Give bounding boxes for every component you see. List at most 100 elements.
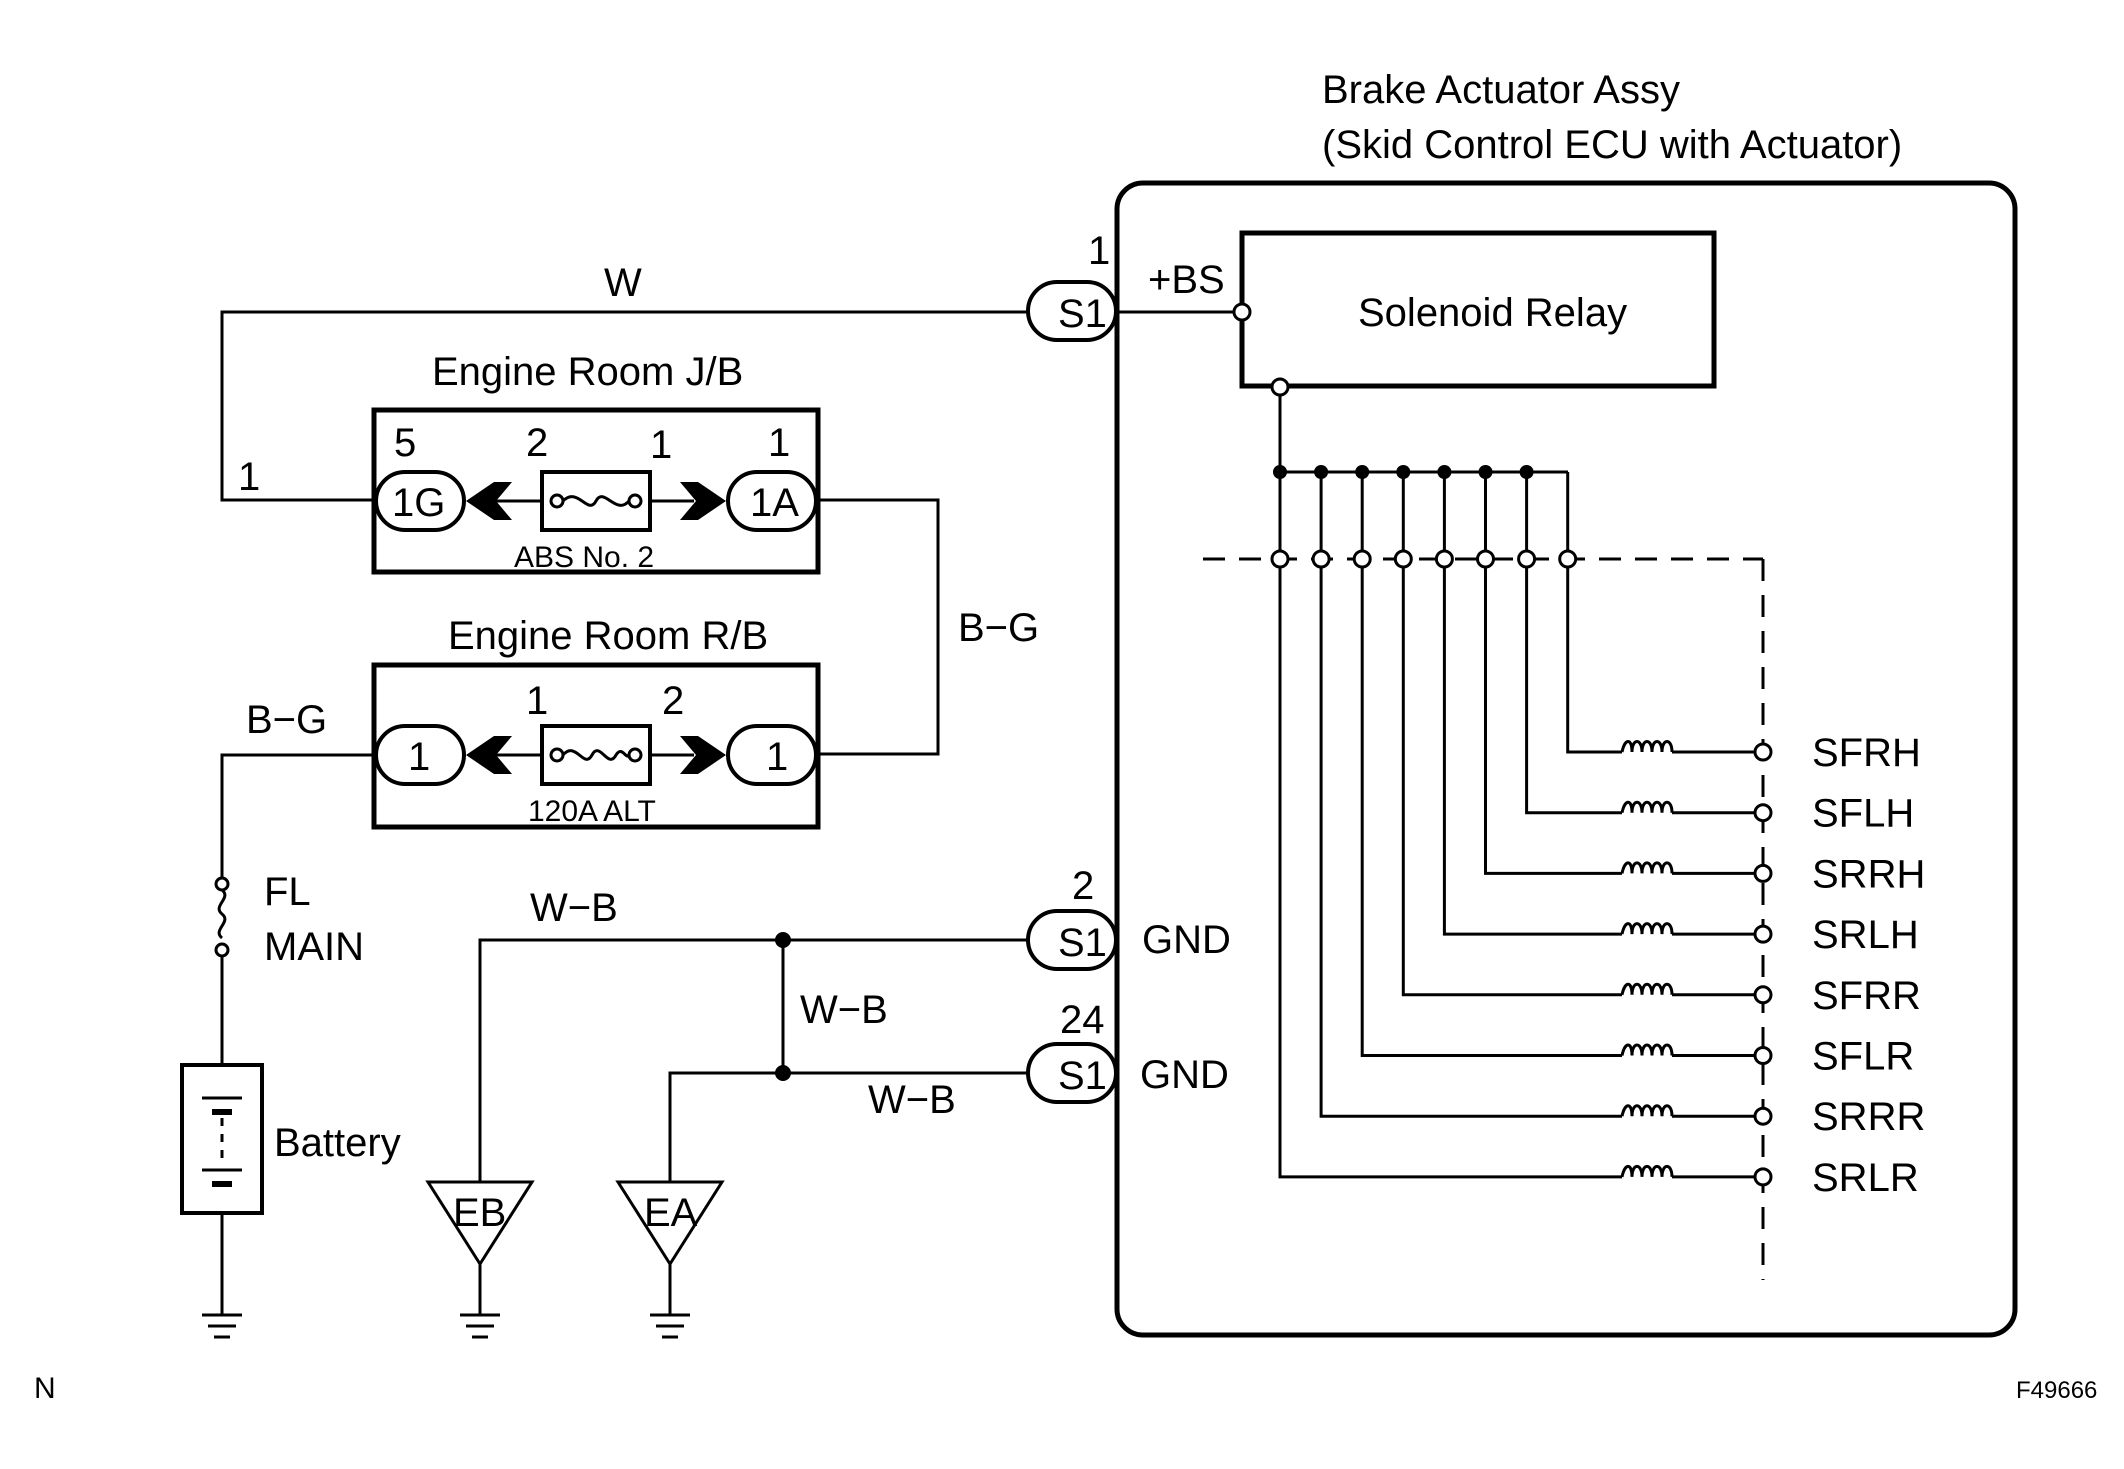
splice-bottom [775,1065,791,1081]
solenoid-label-srlh: SRLH [1812,913,1919,957]
solenoid-coil-icon [1620,740,1674,753]
boundary-node [1311,549,1331,569]
wire-bg-left-label: B−G [246,698,327,742]
solenoid-terminal-node [1753,1046,1773,1065]
wire-w-label: W [604,261,642,305]
footer-right: F49666 [2016,1377,2097,1404]
jb-pin-right: 1 [768,421,790,465]
jb-arrow-right [680,482,726,520]
bs-terminal-label: +BS [1148,258,1225,302]
wire-wb-bot-label: W−B [868,1078,956,1122]
jb-connector-1a [726,470,818,532]
solenoid-coil-icon [1620,982,1674,996]
connector-s1-bot-pin: 24 [1060,998,1105,1042]
connector-s1-bot [1026,1042,1118,1104]
jb-title: Engine Room J/B [432,350,743,394]
ground-ea-label: EA [644,1191,698,1235]
ground-eb-triangle [425,1180,535,1267]
solenoid-terminal-node [1753,924,1773,944]
solenoid-coil-icon [1620,1043,1674,1056]
solenoid-relay-label: Solenoid Relay [1358,291,1627,335]
connector-s1-mid-label: S1 [1058,921,1107,965]
jb-pin-left: 5 [394,421,416,465]
solenoid-label-sfrr: SFRR [1812,974,1921,1018]
fusible-link-top-node [214,876,230,892]
bus-splice [1273,465,1287,479]
solenoid-terminal-node [1753,985,1773,1005]
solenoid-terminal-node [1753,803,1773,823]
solenoid-terminal-node [1753,1167,1773,1187]
rb-connector-left-label: 1 [408,735,430,779]
solenoid-terminal-node [1753,1106,1773,1126]
wire-bg-right-label: B−G [958,606,1039,650]
rb-connector-right [726,724,818,786]
connector-s1-top-label: S1 [1058,292,1107,336]
ecu-title-line1: Brake Actuator Assy [1322,68,1680,112]
rb-fuse-label: 120A ALT [528,795,656,828]
solenoid-label-sfrh: SFRH [1812,731,1921,775]
fusible-link-line2: MAIN [264,925,364,969]
rb-box [371,662,821,830]
bus-splice [1314,465,1329,479]
rb-pin-fuse-right: 2 [662,679,684,723]
rb-arrow-right [680,736,726,774]
jb-connector-1g [374,470,466,532]
rb-arrow-left [466,736,512,774]
bus-splice [1437,465,1452,479]
jb-connector-1g-label: 1G [392,481,445,525]
solenoid-terminal-node [1753,863,1773,883]
connector-s1-bot-label: S1 [1058,1054,1107,1098]
gnd2-label: GND [1140,1053,1229,1097]
boundary-node [1517,549,1537,569]
ecu-title-line2: (Skid Control ECU with Actuator) [1322,123,1902,167]
boundary-node [1270,549,1290,569]
rb-connector-right-label: 1 [766,735,788,779]
solenoid-coil-icon [1620,861,1674,874]
bus-splice [1519,465,1534,479]
connector-s1-mid-pin: 2 [1072,864,1094,908]
jb-pin-fuse-left: 2 [526,421,548,465]
wire-wb-vert-label: W−B [800,988,888,1032]
rb-title: Engine Room R/B [448,614,768,658]
wire-pin-1: 1 [238,455,260,499]
boundary-node [1476,549,1495,569]
wire-wb-top-label: W−B [530,886,618,930]
ground-ea-triangle [615,1180,725,1267]
jb-box [371,407,821,575]
jb-fuse-label: ABS No. 2 [514,541,654,574]
jb-arrow-left [466,482,512,520]
connector-s1-top [1026,280,1118,342]
ground-eb-label: EB [453,1191,506,1235]
jb-connector-1a-label: 1A [750,481,799,525]
battery-ground-icon [202,1313,242,1339]
boundary-node [1434,549,1454,569]
solenoid-terminal-node [1753,742,1773,762]
bus-splice [1478,465,1493,479]
solenoid-label-sflh: SFLH [1812,792,1914,836]
gnd1-label: GND [1142,918,1231,962]
connector-s1-top-pin: 1 [1088,229,1110,273]
bs-terminal-node [1232,302,1252,322]
bus-splice [1396,465,1411,479]
relay-output-node [1270,377,1290,397]
solenoid-label-srrr: SRRR [1812,1095,1925,1139]
solenoid-coil-icon [1620,922,1674,935]
bus-splice [1355,465,1370,479]
ground-ea-icon [650,1313,690,1339]
splice-top [775,932,791,948]
jb-pin-fuse-right: 1 [650,423,672,467]
ecu-box [1114,180,2018,1338]
fusible-link-bottom-node [214,942,230,958]
connector-s1-mid [1026,909,1118,971]
boundary-node [1393,549,1413,569]
solenoid-label-srlr: SRLR [1812,1156,1919,1200]
ground-eb-icon [460,1313,500,1339]
solenoid-coil-icon [1620,1104,1674,1117]
boundary-node [1558,549,1578,569]
solenoid-label-sflr: SFLR [1812,1035,1914,1079]
solenoid-label-srrh: SRRH [1812,852,1925,896]
solenoid-group: SFRH SFLH SRRH SRLH SFRR SFLR SRRR SRLR [1270,465,1925,1200]
rb-pin-fuse-left: 1 [526,679,548,723]
fusible-link-icon [217,888,227,940]
